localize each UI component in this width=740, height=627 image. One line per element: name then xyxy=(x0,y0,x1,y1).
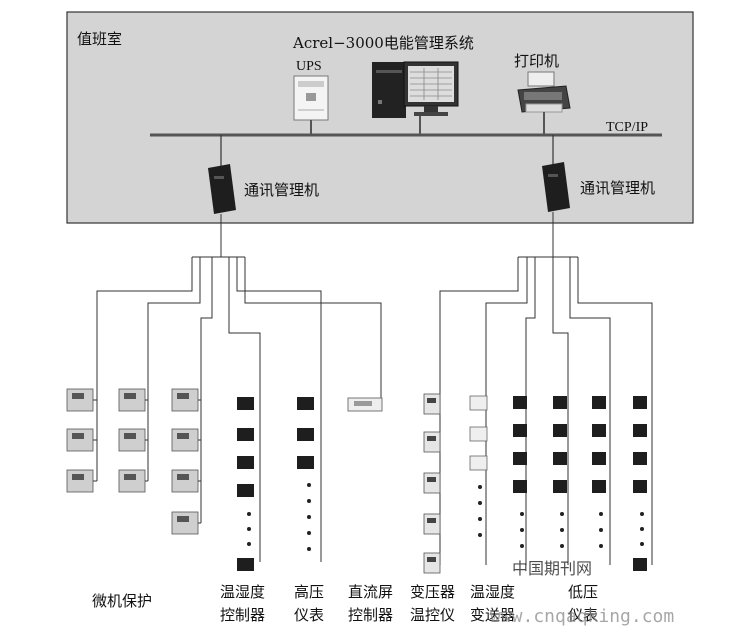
transformer-temp-controllers xyxy=(423,393,441,574)
label-tx-2: 变送器 xyxy=(470,606,515,624)
label-lv-1: 低压 xyxy=(568,583,598,601)
label-temp-ctrl-1: 温湿度 xyxy=(220,583,265,601)
right-bus-tree xyxy=(439,212,653,565)
label-hv-2: 仪表 xyxy=(294,606,324,624)
tcp-ip-label: TCP/IP xyxy=(606,120,648,135)
protection-relays xyxy=(66,388,202,535)
comm-manager-left-label: 通讯管理机 xyxy=(244,181,319,199)
label-lv-2: 仪表 xyxy=(568,606,598,624)
duty-room-label: 值班室 xyxy=(77,30,122,48)
computer-icon xyxy=(372,61,459,118)
left-meters xyxy=(237,397,314,571)
dc-screen-controller-icon xyxy=(347,397,383,412)
ups-label: UPS xyxy=(296,59,322,74)
label-dc-2: 控制器 xyxy=(348,606,393,624)
lv-meters xyxy=(513,396,647,571)
printer-label: 打印机 xyxy=(514,52,559,70)
label-temp-ctrl-2: 控制器 xyxy=(220,606,265,624)
label-hv-1: 高压 xyxy=(294,583,324,601)
label-protection: 微机保护 xyxy=(92,592,152,610)
label-tr-1: 变压器 xyxy=(410,583,455,601)
watermark-url: www.cnqaqking.com xyxy=(490,606,674,627)
comm-manager-right-icon xyxy=(542,162,570,212)
temp-humidity-transmitters xyxy=(469,395,488,537)
left-bus-tree xyxy=(96,214,382,562)
ups-icon xyxy=(293,75,329,121)
printer-icon xyxy=(517,71,571,113)
label-tx-1: 温湿度 xyxy=(470,583,515,601)
watermark-cn: 中国期刊网 xyxy=(512,559,592,578)
label-tr-2: 温控仪 xyxy=(410,606,455,624)
comm-manager-left-icon xyxy=(208,164,236,214)
label-dc-1: 直流屏 xyxy=(348,583,393,601)
system-title: Acrel−3000电能管理系统 xyxy=(292,34,474,52)
comm-manager-right-label: 通讯管理机 xyxy=(580,179,655,197)
